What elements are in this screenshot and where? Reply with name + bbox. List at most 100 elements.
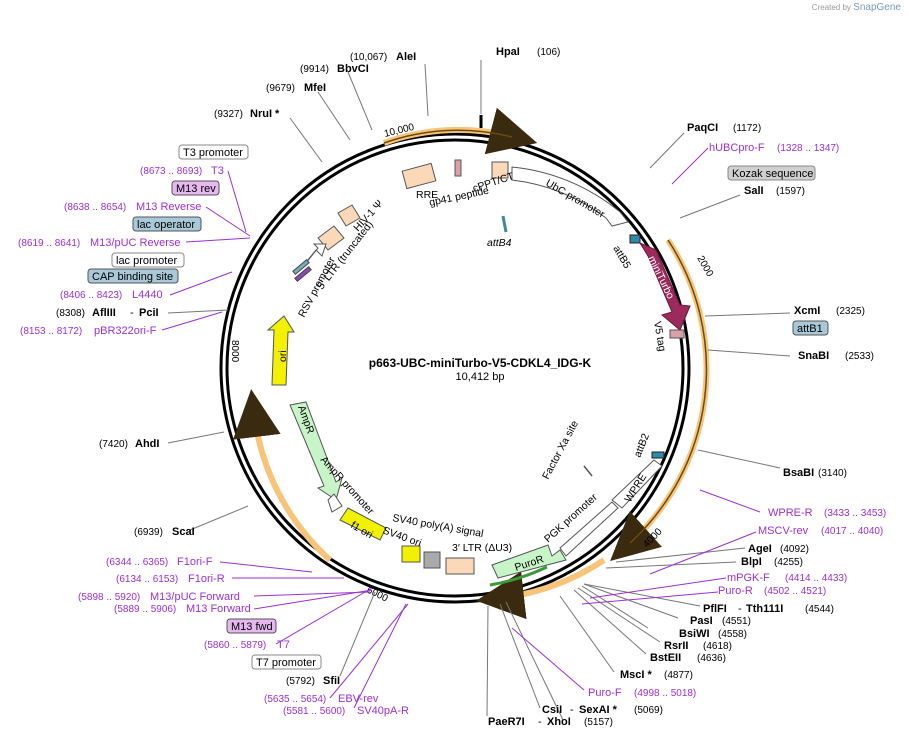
enzyme-paqci-pos: (1172) bbox=[733, 123, 761, 134]
enzyme-blpi-name: BlpI bbox=[741, 556, 762, 568]
sv40ori-box bbox=[401, 545, 421, 563]
enzyme-blpi-pos: (4255) bbox=[774, 557, 803, 568]
primer-m13puc-pos: (5898 .. 5920) bbox=[78, 592, 140, 603]
m13rev-box bbox=[171, 180, 220, 196]
primer-mscv-name: MSCV-rev bbox=[758, 525, 809, 537]
enzyme-nrui-pos: (9327) bbox=[214, 109, 243, 120]
enzyme-rsrii-pos: (4618) bbox=[703, 641, 732, 652]
enzyme-afliii-name: AflIII bbox=[92, 307, 116, 319]
primer-mpgk-name: mPGK-F bbox=[727, 572, 770, 584]
enzyme-bsiwi-pos: (4558) bbox=[718, 629, 747, 640]
enzyme-csii-sep: - bbox=[570, 704, 574, 716]
primer-puror-pos: (4502 .. 4521) bbox=[764, 586, 826, 597]
m13fwd-label: M13 fwd bbox=[231, 621, 273, 633]
snapgene-logo: SnapGene bbox=[853, 2, 901, 13]
enzyme-bsteii-pos: (4636) bbox=[697, 653, 726, 664]
lac-strip bbox=[294, 265, 312, 283]
primer-f1orif-name: F1ori-F bbox=[177, 556, 213, 568]
attb4-label: attB4 bbox=[487, 237, 512, 249]
lacpromoter-label: lac promoter bbox=[116, 255, 177, 267]
enzyme-paer7i-sep: - bbox=[538, 716, 542, 728]
enzyme-xcmi-name: XcmI bbox=[794, 305, 820, 317]
v5-box bbox=[669, 329, 685, 339]
enzyme-bsabi-pos: (3140) bbox=[818, 468, 847, 479]
m13rev-label: M13 rev bbox=[176, 183, 216, 195]
primer-l4440-name: L4440 bbox=[132, 289, 163, 301]
ori-arrow bbox=[266, 315, 295, 386]
primer-pbr-name: pBR322ori-F bbox=[94, 325, 157, 337]
enzyme-alei-name: AleI bbox=[396, 51, 416, 63]
enzyme-sfii-name: SfiI bbox=[323, 675, 340, 687]
enzyme-pcii-name: PciI bbox=[139, 307, 159, 319]
enzyme-bsteii-name: BstEII bbox=[650, 652, 681, 664]
puror-track bbox=[489, 565, 548, 587]
enzyme-scai-pos: (6939) bbox=[134, 527, 163, 538]
sv40polya-box bbox=[423, 551, 441, 569]
ltr3-box bbox=[445, 557, 475, 575]
lacoperator-box bbox=[132, 216, 202, 232]
primer-f1orir-name: F1ori-R bbox=[188, 573, 225, 585]
watermark: Created by SnapGene bbox=[811, 2, 901, 13]
enzyme-paqci-name: PaqCI bbox=[687, 122, 718, 134]
primer-m13puc-name: M13/pUC Forward bbox=[150, 591, 240, 603]
attb1-label: attB1 bbox=[797, 323, 823, 335]
primer-ebv-pos: (5635 .. 5654) bbox=[264, 694, 326, 705]
enzyme-hpai-name: HpaI bbox=[496, 46, 520, 58]
t3promoter-label: T3 promoter bbox=[183, 147, 243, 159]
enzyme-bbvci-pos: (9914) bbox=[300, 64, 329, 75]
pgk-arrow bbox=[559, 501, 619, 557]
plasmid-size: 10,412 bp bbox=[456, 371, 505, 383]
ampr-arrow bbox=[289, 401, 343, 501]
enzyme-xcmi-pos: (2325) bbox=[836, 306, 865, 317]
enzyme-nrui-name: NruI * bbox=[250, 108, 280, 120]
m13fwd-box bbox=[226, 618, 277, 634]
enzyme-ahdi-pos: (7420) bbox=[99, 439, 128, 450]
enzyme-csii-pos: (5069) bbox=[634, 705, 663, 716]
primer-ebv-name: EBV-rev bbox=[338, 693, 379, 705]
enzyme-rsrii-name: RsrII bbox=[664, 640, 688, 652]
primer-m13pucrev-pos: (8619 .. 8641) bbox=[18, 238, 80, 249]
rre-box bbox=[401, 162, 437, 190]
primer-purof-name: Puro-F bbox=[588, 687, 622, 699]
attb5-box bbox=[629, 234, 641, 244]
enzyme-xhoi-pos: (5157) bbox=[584, 717, 613, 728]
enzyme-pflfi-pos: (4544) bbox=[805, 604, 834, 615]
tick-2000: 2000 bbox=[694, 254, 715, 279]
capsite-box bbox=[87, 268, 179, 284]
primer-t3-name: T3 bbox=[211, 165, 224, 177]
enzyme-snabi-name: SnaBI bbox=[798, 350, 829, 362]
t7promoter-box bbox=[251, 654, 322, 670]
enzyme-agei-pos: (4092) bbox=[780, 544, 809, 555]
primer-pbr-pos: (8153 .. 8172) bbox=[20, 326, 82, 337]
primer-puror-name: Puro-R bbox=[718, 585, 753, 597]
orf-track-left bbox=[233, 389, 333, 563]
wpre-arrow bbox=[611, 459, 663, 509]
enzyme-xhoi-name: XhoI bbox=[547, 716, 571, 728]
puror-arrow bbox=[491, 544, 567, 579]
primer-wpre-name: WPRE-R bbox=[768, 507, 813, 519]
enzyme-afliii-sep: - bbox=[130, 307, 134, 319]
capsite-label: CAP binding site bbox=[92, 271, 173, 283]
enzyme-afliii-pos: (8308) bbox=[56, 308, 85, 319]
kozak-box bbox=[727, 165, 816, 181]
primer-t7-pos: (5860 .. 5879) bbox=[204, 640, 266, 651]
primer-m13pucrev-name: M13/pUC Reverse bbox=[90, 237, 180, 249]
pgk-label: PGK promoter bbox=[542, 491, 600, 545]
plasmid-name: p663-UBC-miniTurbo-V5-CDKL4_IDG-K bbox=[369, 356, 592, 370]
orf-track-top-core bbox=[383, 129, 513, 144]
enzyme-sexai-name: SexAI * bbox=[579, 704, 618, 716]
v5-label: V5 tag bbox=[651, 320, 668, 352]
primer-mscv-pos: (4017 .. 4040) bbox=[821, 526, 883, 537]
enzyme-snabi-pos: (2533) bbox=[845, 351, 874, 362]
enzyme-mfei-pos: (9679) bbox=[266, 83, 295, 94]
enzyme-pflfi-name: PflFI bbox=[703, 603, 727, 615]
f1ori-arrow bbox=[339, 507, 387, 541]
enzyme-pflfi-sep: - bbox=[738, 603, 742, 615]
enzyme-alei-pos: (10,067) bbox=[350, 52, 387, 63]
enzyme-bbvci-name: BbvCI bbox=[337, 63, 369, 75]
enzyme-agei-name: AgeI bbox=[748, 543, 772, 555]
orf-track-bottom bbox=[476, 557, 606, 620]
enzyme-sfii-pos: (5792) bbox=[286, 676, 315, 687]
attb5-label: attB5 bbox=[610, 244, 633, 271]
